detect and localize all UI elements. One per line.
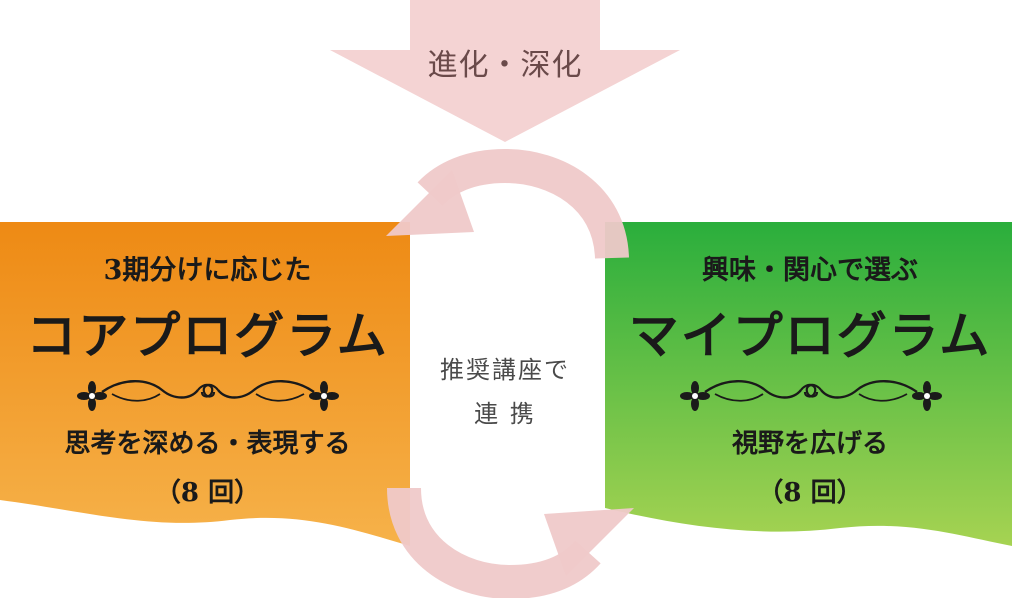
upper-cycle-arrow [386, 148, 629, 260]
link-label-line2: 連 携 [474, 400, 536, 428]
evolution-label: 進化・深化 [427, 48, 583, 83]
core-program-title: コアプログラム [26, 306, 389, 365]
lower-cycle-arrow [387, 487, 634, 598]
core-program-description: 思考を深める・表現する [64, 429, 351, 459]
link-label: 推奨講座で 連 携 [410, 348, 600, 436]
link-label-line1: 推奨講座で [440, 356, 570, 384]
my-program-subtitle: 興味・関心で選ぶ [702, 255, 918, 286]
core-program-count: （8 回） [154, 478, 261, 508]
my-program-title: マイプログラム [628, 306, 992, 365]
my-program-count: （8 回） [757, 478, 863, 508]
core-program-subtitle: 3期分けに応じた [103, 255, 312, 286]
evolution-arrow [330, 0, 680, 142]
my-program-description: 視野を広げる [731, 429, 888, 459]
